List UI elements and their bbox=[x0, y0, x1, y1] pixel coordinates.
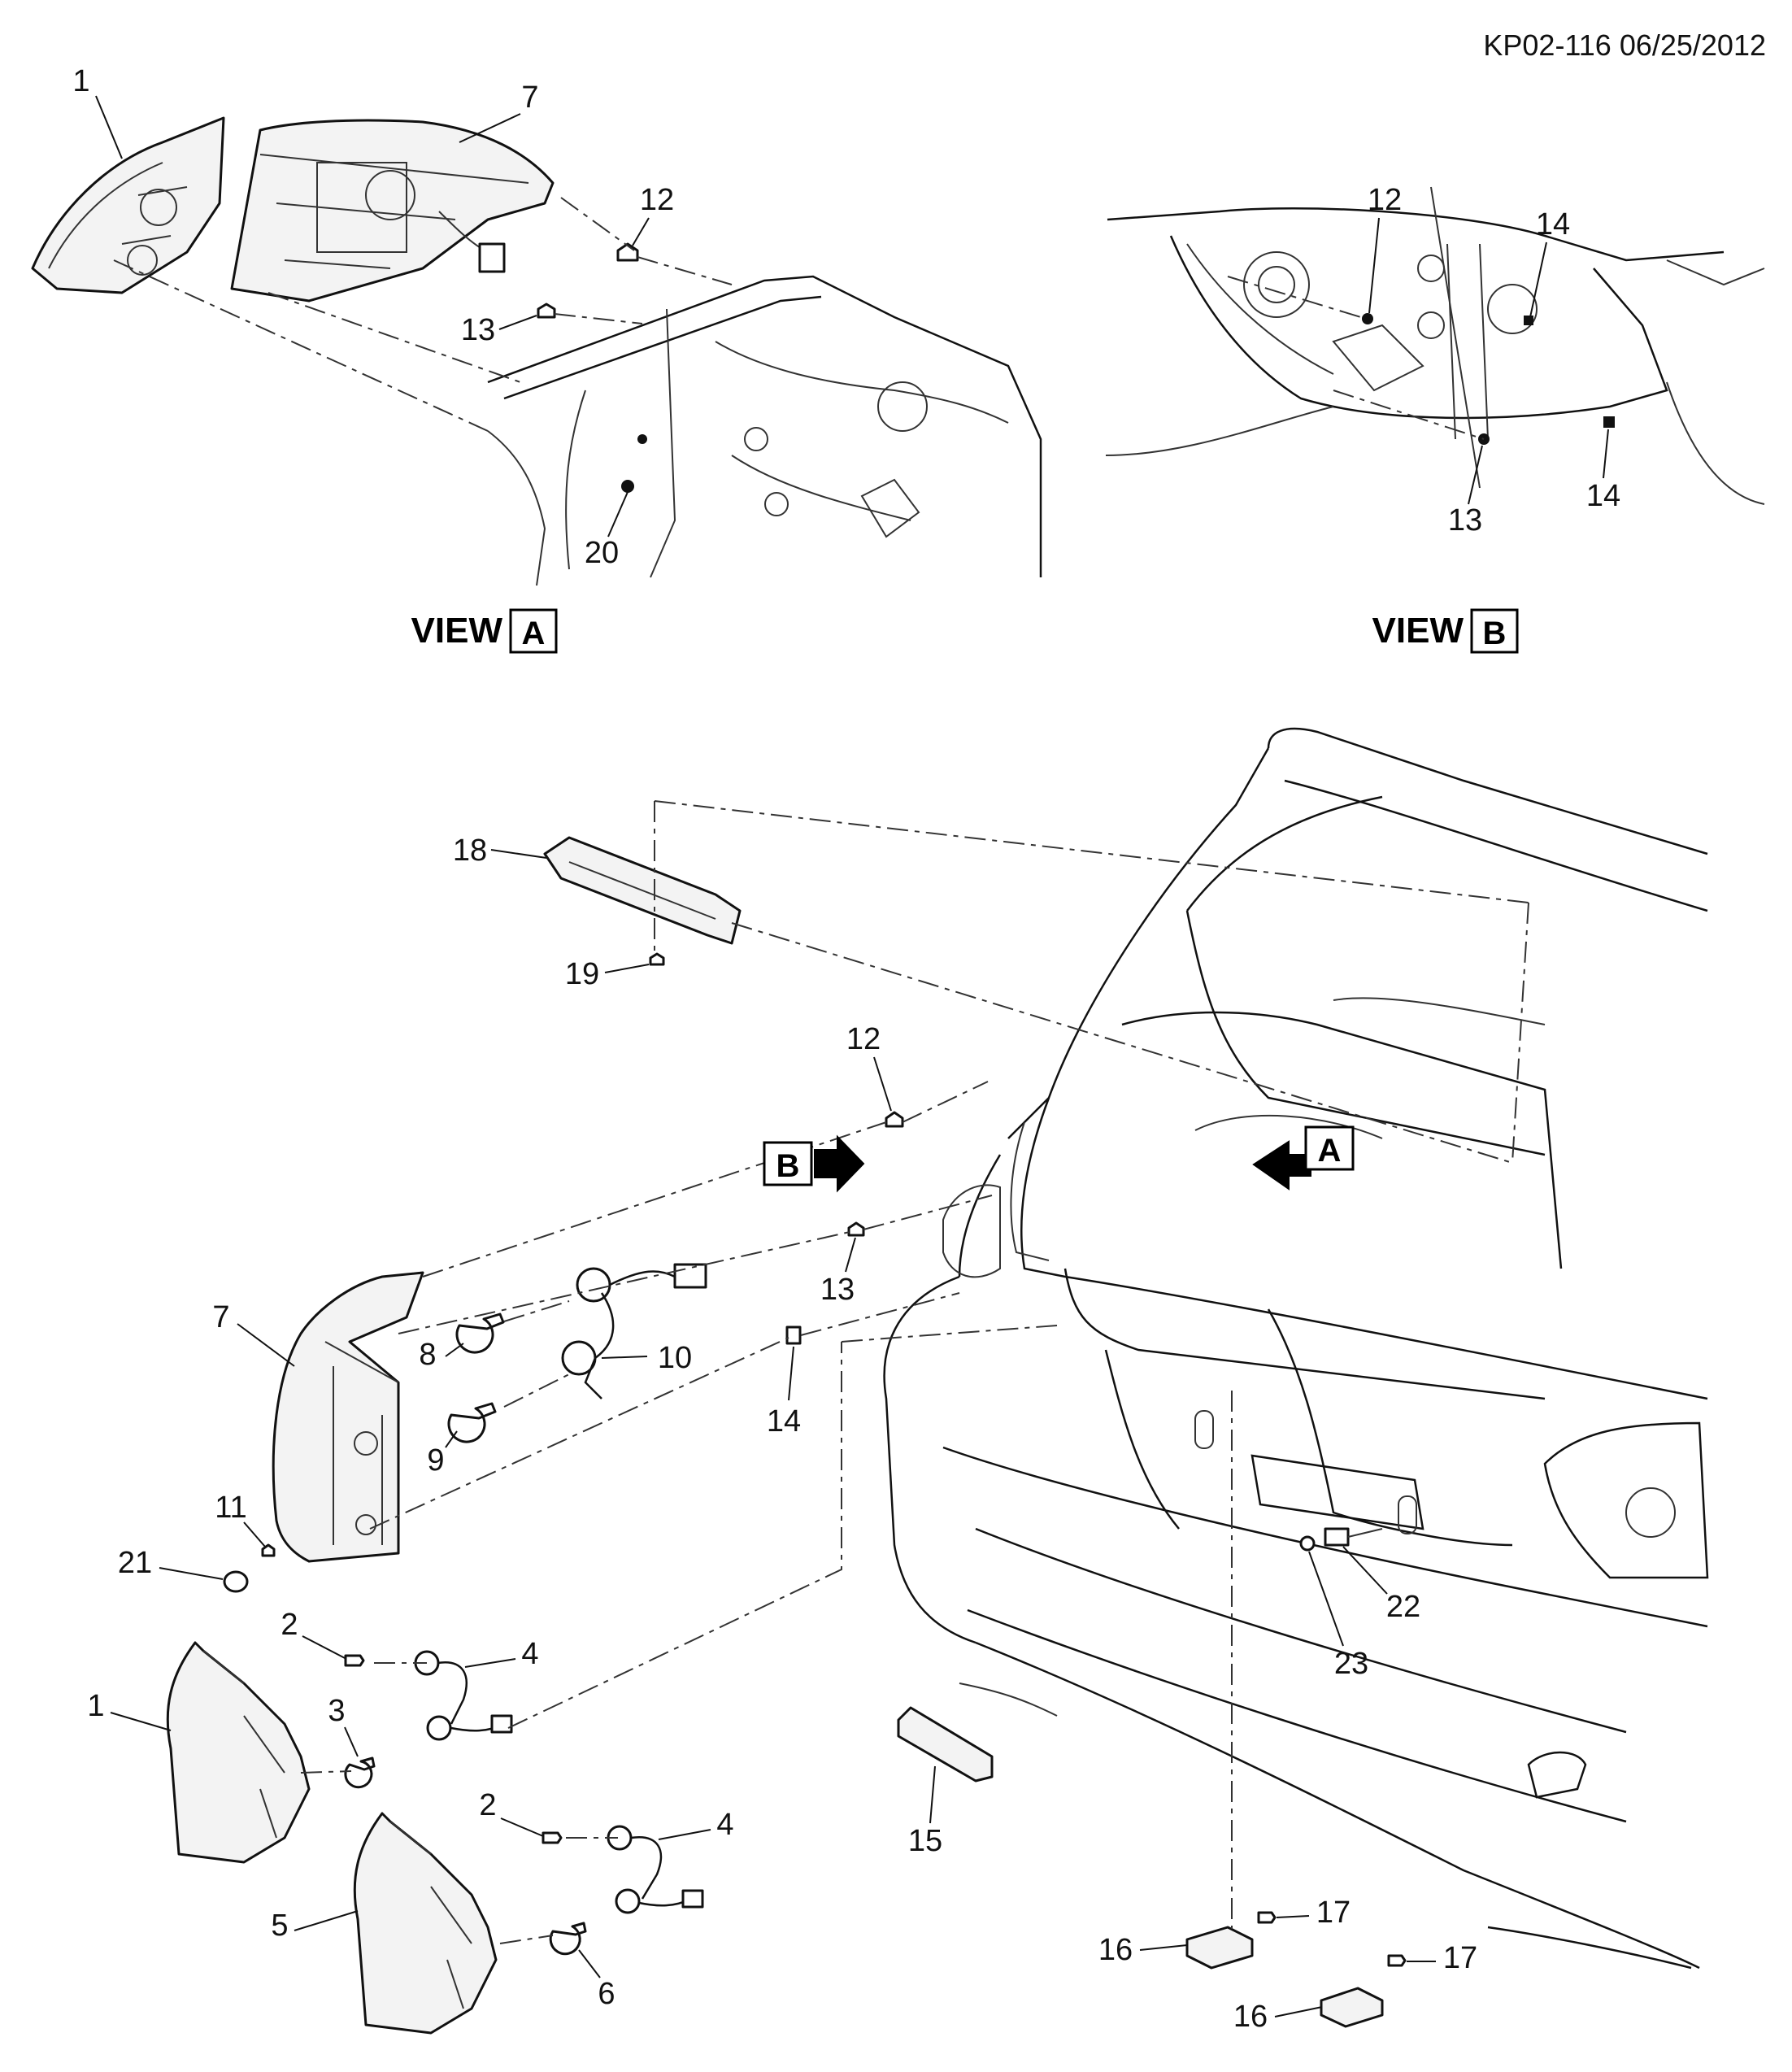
view-a-tail-lamp-1 bbox=[31, 116, 225, 294]
callout-19: 19 bbox=[565, 957, 599, 991]
diagram-code: KP02-116 06/25/2012 bbox=[1483, 28, 1766, 62]
wiring-harness-10 bbox=[561, 1263, 707, 1399]
callout-14-lower-view-b: 14 bbox=[1586, 479, 1620, 513]
bulb-8 bbox=[455, 1312, 505, 1354]
view-a-marker: A bbox=[1252, 1125, 1355, 1191]
callout-17-upper: 17 bbox=[1316, 1896, 1351, 1930]
callout-7: 7 bbox=[212, 1300, 229, 1334]
callout-14-upper-view-b: 14 bbox=[1536, 207, 1570, 242]
screw-19 bbox=[649, 952, 665, 966]
callout-20-view-a: 20 bbox=[585, 536, 619, 570]
clip-14 bbox=[785, 1325, 802, 1345]
callout-13-view-b: 13 bbox=[1448, 503, 1482, 538]
callout-5: 5 bbox=[271, 1909, 288, 1943]
view-b-marker: B bbox=[763, 1134, 865, 1193]
callout-13-view-a: 13 bbox=[461, 313, 495, 347]
view-a-arrow-icon bbox=[1252, 1140, 1311, 1191]
lamp-5 bbox=[353, 1812, 498, 2035]
callout-16-upper: 16 bbox=[1098, 1933, 1133, 1967]
callout-22: 22 bbox=[1386, 1590, 1420, 1624]
bulb-6 bbox=[549, 1922, 587, 1956]
callout-9: 9 bbox=[427, 1443, 444, 1478]
callout-21: 21 bbox=[118, 1546, 152, 1580]
callout-12-view-a: 12 bbox=[640, 183, 674, 217]
callout-8: 8 bbox=[419, 1338, 436, 1372]
callout-14: 14 bbox=[767, 1404, 801, 1439]
license-lamp-16-upper bbox=[1185, 1926, 1254, 1970]
license-lamp-16-lower bbox=[1320, 1987, 1384, 2028]
view-b-illustration bbox=[1105, 186, 1765, 505]
svg-text:VIEW: VIEW bbox=[1372, 611, 1464, 651]
bulb-2-upper bbox=[344, 1654, 365, 1667]
bulb-2-lower bbox=[542, 1831, 563, 1844]
bulb-socket-harness-4-lower bbox=[607, 1825, 704, 1914]
screw-13 bbox=[847, 1221, 865, 1237]
view-a-illustration bbox=[31, 116, 1042, 586]
callout-12: 12 bbox=[846, 1022, 881, 1056]
screw-23 bbox=[1299, 1535, 1316, 1552]
cap-21 bbox=[223, 1570, 249, 1593]
view-b-caption: VIEW B bbox=[1372, 608, 1519, 654]
callout-2-lower: 2 bbox=[479, 1788, 496, 1822]
svg-text:A: A bbox=[522, 616, 546, 651]
svg-text:A: A bbox=[1318, 1133, 1342, 1169]
tail-lamp-7 bbox=[272, 1271, 424, 1563]
svg-text:B: B bbox=[1483, 616, 1507, 651]
bulb-3 bbox=[344, 1756, 376, 1789]
callout-2-upper: 2 bbox=[281, 1608, 298, 1642]
bulb-9 bbox=[447, 1402, 497, 1443]
reflector-15 bbox=[897, 1706, 994, 1783]
bulb-socket-harness-4-upper bbox=[414, 1650, 513, 1741]
callout-10: 10 bbox=[658, 1341, 692, 1375]
view-a-screw-13 bbox=[537, 303, 556, 319]
callout-1: 1 bbox=[87, 1689, 104, 1723]
callout-23: 23 bbox=[1334, 1647, 1368, 1681]
nut-12 bbox=[885, 1111, 904, 1128]
view-a-caption: VIEW A bbox=[411, 608, 558, 654]
svg-text:VIEW: VIEW bbox=[411, 611, 503, 651]
callout-13: 13 bbox=[820, 1273, 855, 1307]
switch-22 bbox=[1324, 1527, 1350, 1547]
callout-15: 15 bbox=[908, 1824, 942, 1858]
callout-3: 3 bbox=[328, 1694, 345, 1728]
svg-text:B: B bbox=[776, 1148, 800, 1184]
callout-11: 11 bbox=[215, 1491, 246, 1525]
callout-7-view-a: 7 bbox=[521, 81, 538, 115]
view-b-arrow-icon bbox=[814, 1134, 865, 1193]
callout-18: 18 bbox=[453, 834, 487, 868]
callout-12-view-b: 12 bbox=[1368, 183, 1402, 217]
vehicle-rear-body bbox=[883, 727, 1709, 1970]
callout-4-lower: 4 bbox=[716, 1808, 733, 1842]
screw-11 bbox=[261, 1543, 276, 1557]
callout-16-lower: 16 bbox=[1233, 2000, 1268, 2034]
callout-6: 6 bbox=[598, 1977, 615, 2011]
callout-1-view-a: 1 bbox=[72, 64, 89, 98]
bulb-17-lower bbox=[1387, 1954, 1407, 1967]
bulb-17-upper bbox=[1257, 1911, 1277, 1924]
alignment-lines bbox=[300, 800, 1529, 1944]
callout-17-lower: 17 bbox=[1443, 1941, 1477, 1975]
tail-lamp-1 bbox=[166, 1641, 311, 1864]
callout-4-upper: 4 bbox=[521, 1637, 538, 1671]
view-a-tail-lamp-7 bbox=[230, 119, 555, 303]
